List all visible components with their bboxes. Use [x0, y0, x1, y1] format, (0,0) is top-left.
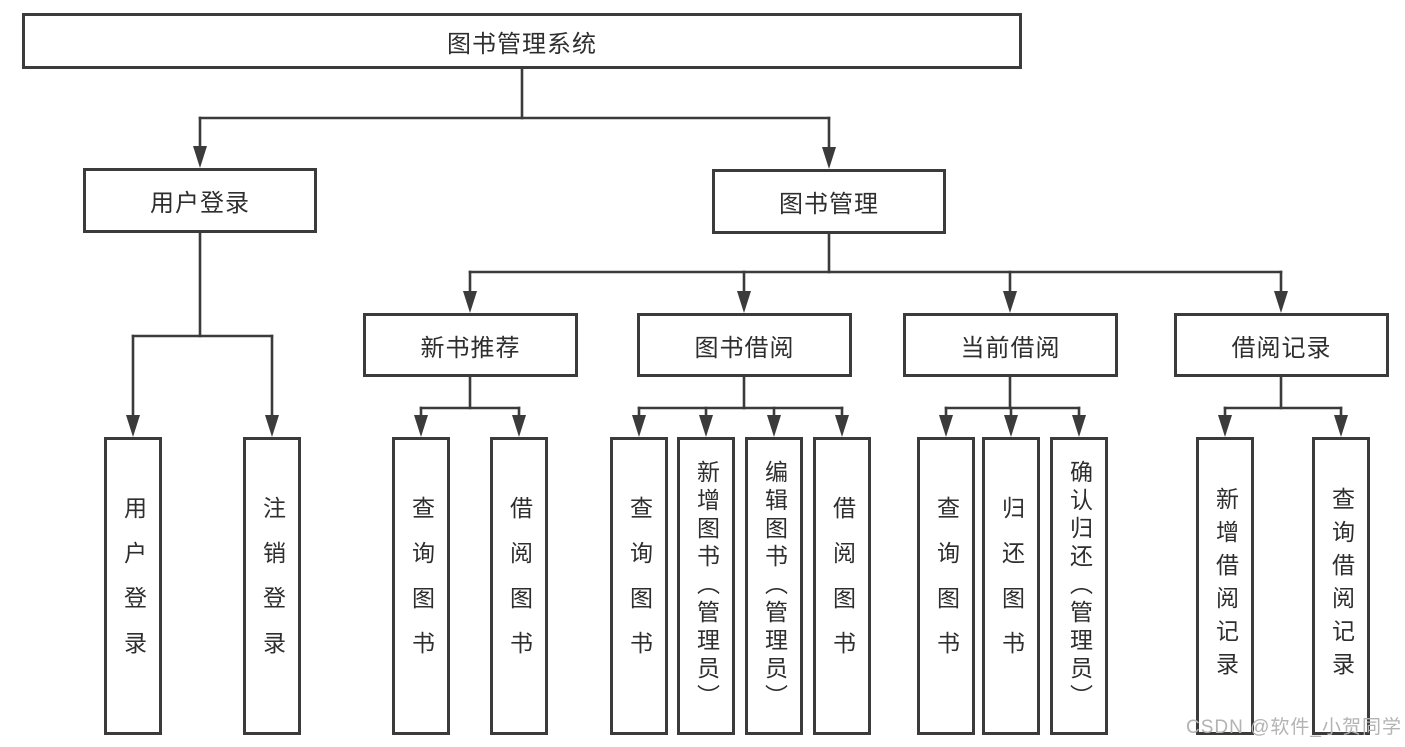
- node-root: 图书管理系统: [22, 13, 1022, 69]
- leaf-bb-borrow-books: 借阅图书: [813, 437, 871, 735]
- leaf-br-add-record: 新增借阅记录: [1196, 437, 1254, 735]
- node-label: 查询借阅记录: [1328, 487, 1355, 685]
- leaf-br-query-record: 查询借阅记录: [1312, 437, 1370, 735]
- node-label: 借阅记录: [1231, 334, 1332, 362]
- node-label: 新增图书（管理员）: [693, 460, 720, 712]
- node-label: 图书管理系统: [447, 30, 597, 58]
- node-label: 确认归还（管理员）: [1066, 460, 1093, 712]
- node-label: 新书推荐: [420, 334, 521, 362]
- node-book-management: 图书管理: [712, 169, 946, 234]
- node-label: 当前借阅: [960, 334, 1061, 362]
- connector-user-login: [126, 231, 279, 437]
- connector-current-borrowing: [939, 375, 1086, 437]
- connector-book-management: [463, 232, 1288, 313]
- connector-root: [193, 67, 836, 169]
- leaf-nb-query-books: 查询图书: [392, 437, 450, 735]
- node-new-book-recommend: 新书推荐: [363, 313, 578, 377]
- node-label: 新增借阅记录: [1212, 487, 1239, 685]
- connector-borrowing-records: [1218, 375, 1348, 437]
- csdn-watermark: CSDN @软件_小贺同学: [1186, 717, 1402, 738]
- node-label: 借阅图书: [829, 496, 856, 676]
- leaf-cb-query-books: 查询图书: [917, 437, 975, 735]
- node-current-borrowing: 当前借阅: [903, 313, 1118, 377]
- node-borrowing-records: 借阅记录: [1174, 313, 1389, 377]
- node-label: 注销登录: [259, 496, 286, 676]
- node-label: 查询图书: [408, 496, 435, 676]
- node-label: 编辑图书（管理员）: [761, 460, 788, 712]
- node-label: 图书借阅: [694, 334, 795, 362]
- node-label: 图书管理: [779, 191, 879, 218]
- node-user-login: 用户登录: [83, 168, 317, 233]
- leaf-bb-add-book-admin: 新增图书（管理员）: [677, 437, 735, 735]
- node-label: 用户登录: [150, 190, 250, 217]
- leaf-bb-edit-book-admin: 编辑图书（管理员）: [745, 437, 803, 735]
- connector-book-borrowing: [632, 375, 849, 437]
- leaf-bb-query-books: 查询图书: [610, 437, 668, 735]
- leaf-cb-return-books: 归还图书: [982, 437, 1040, 735]
- leaf-nb-borrow-books: 借阅图书: [490, 437, 548, 735]
- node-label: 归还图书: [998, 496, 1025, 676]
- node-label: 借阅图书: [506, 496, 533, 676]
- leaf-user-login: 用户登录: [104, 437, 162, 735]
- node-book-borrowing: 图书借阅: [637, 313, 852, 377]
- leaf-logout: 注销登录: [243, 437, 301, 735]
- node-label: 用户登录: [120, 496, 147, 676]
- node-label: 查询图书: [933, 496, 960, 676]
- leaf-cb-confirm-return-admin: 确认归还（管理员）: [1050, 437, 1108, 735]
- connector-new-book-recommend: [414, 375, 526, 437]
- node-label: 查询图书: [626, 496, 653, 676]
